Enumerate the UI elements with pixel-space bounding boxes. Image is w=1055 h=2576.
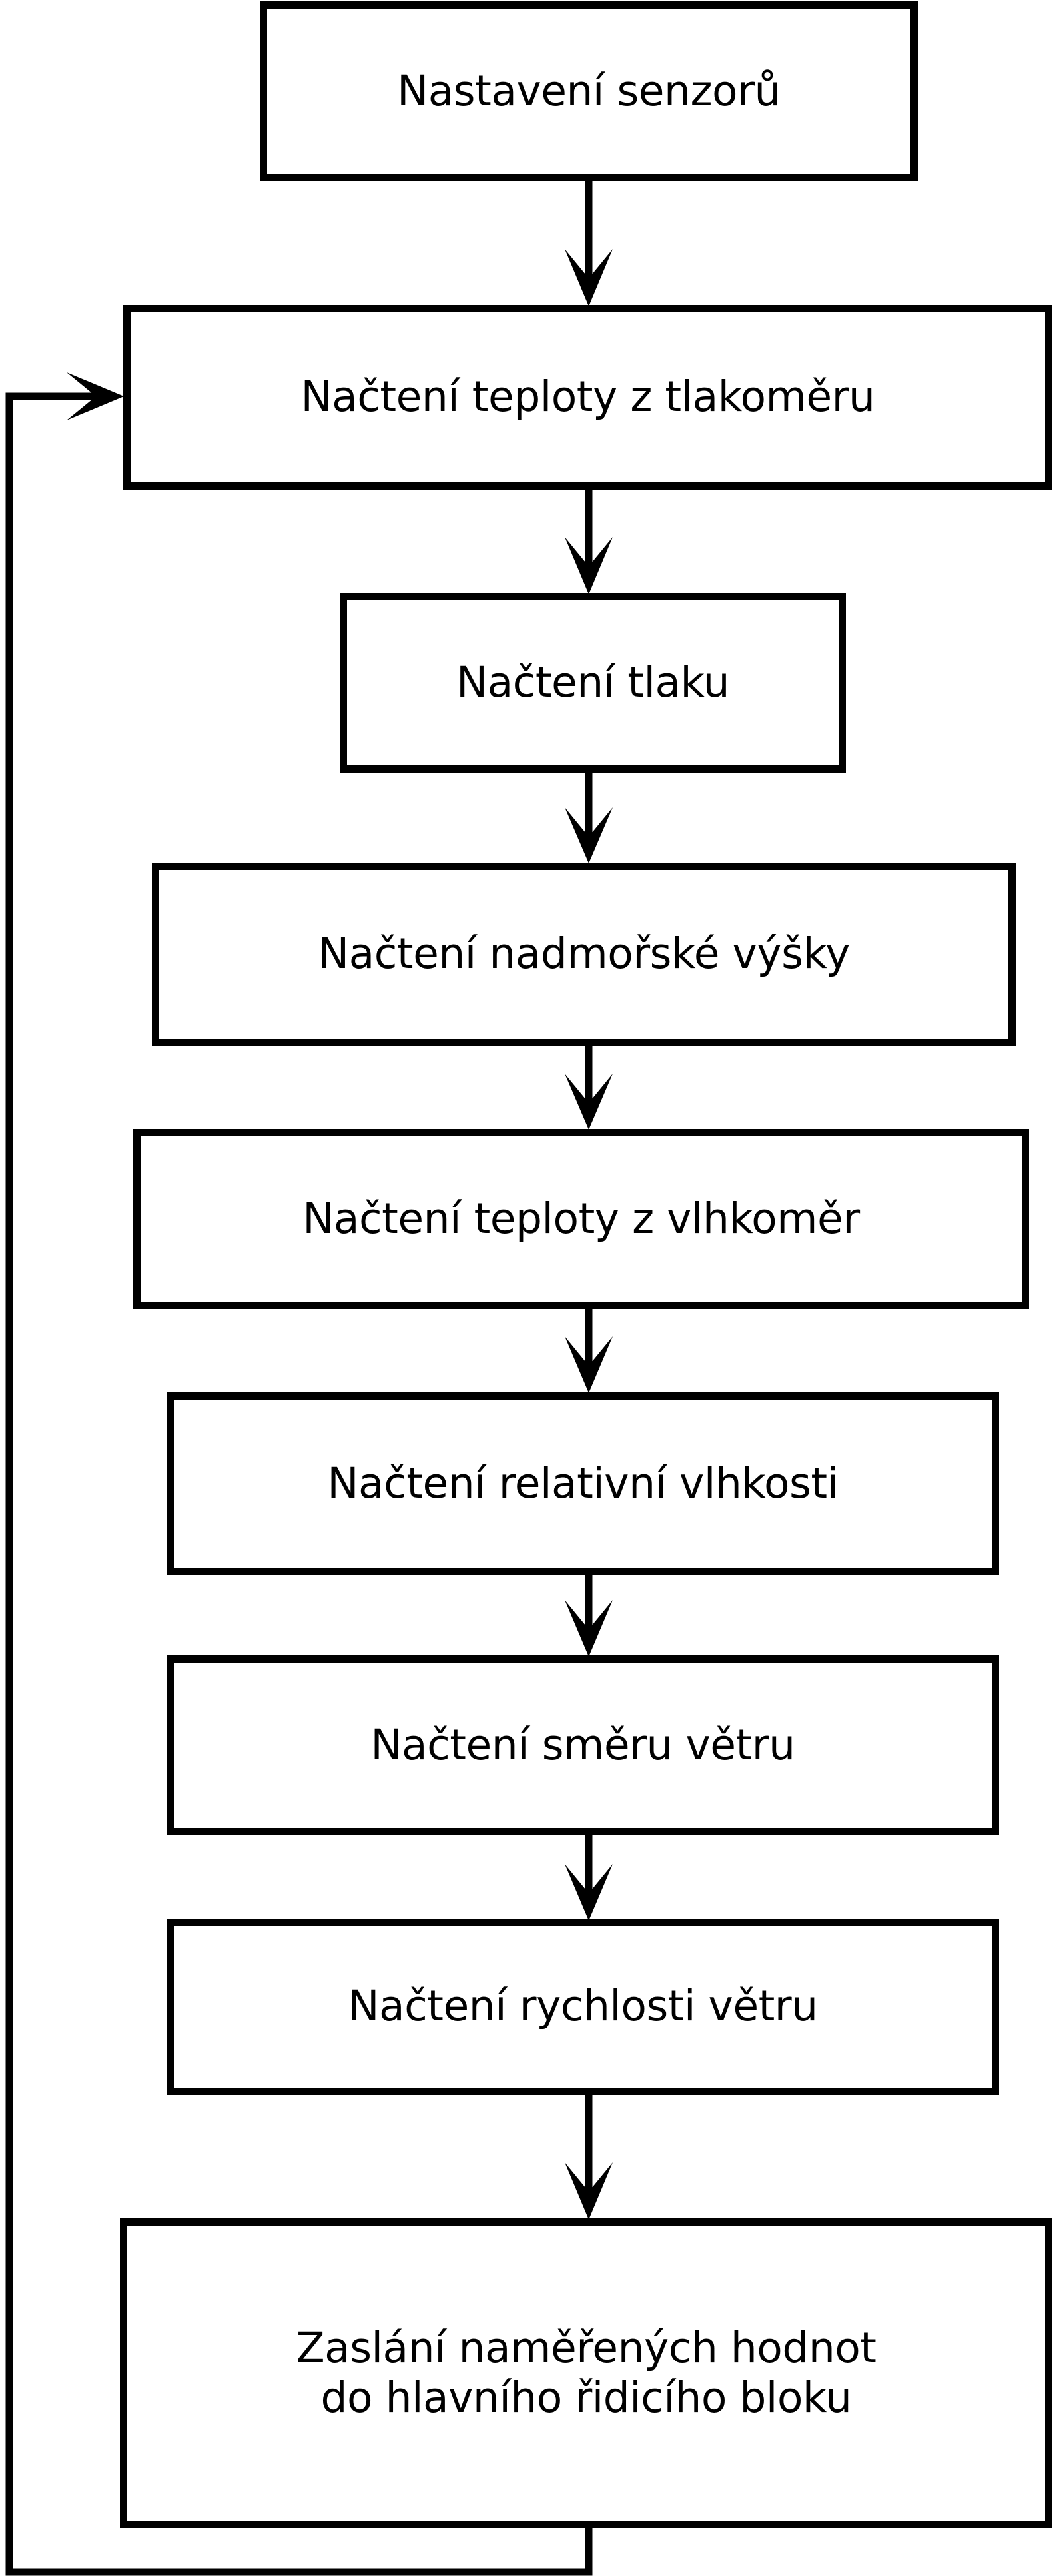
node-nacteni-nadmorske-vysky[interactable]: Načtení nadmořské výšky (152, 863, 1016, 1046)
edge-n3-n4 (565, 773, 613, 863)
node-nacteni-rychlosti-vetru[interactable]: Načtení rychlosti větru (167, 1919, 999, 2095)
edge-n7-n8 (565, 1835, 613, 1921)
node-label: Načtení relativní vlhkosti (327, 1459, 839, 1508)
edge-n8-n9 (565, 2095, 613, 2220)
node-label: Načtení teploty z vlhkoměr (302, 1194, 860, 1243)
node-nastaveni-senzoru[interactable]: Nastavení senzorů (260, 1, 918, 181)
edge-n2-n3 (565, 490, 613, 594)
node-label: Nastavení senzorů (397, 66, 781, 115)
node-nacteni-teploty-z-vlhkomer[interactable]: Načtení teploty z vlhkoměr (133, 1129, 1029, 1309)
node-label: Načtení tlaku (456, 657, 730, 707)
node-nacteni-smeru-vetru[interactable]: Načtení směru větru (167, 1655, 999, 1835)
edge-n4-n5 (565, 1046, 613, 1130)
node-nacteni-tlaku[interactable]: Načtení tlaku (340, 593, 846, 773)
node-nacteni-relativni-vlhkosti[interactable]: Načtení relativní vlhkosti (167, 1392, 999, 1575)
edge-n6-n7 (565, 1575, 613, 1657)
edge-n1-n2 (565, 181, 613, 306)
node-label: Načtení nadmořské výšky (318, 929, 850, 979)
node-nacteni-teploty-z-tlakomeru[interactable]: Načtení teploty z tlakoměru (123, 305, 1052, 490)
edge-n9-n2-loop (5, 372, 593, 2576)
node-label: Zaslání naměřených hodnot do hlavního ři… (296, 2324, 877, 2422)
edge-n5-n6 (565, 1309, 613, 1393)
node-label: Načtení teploty z tlakoměru (300, 372, 875, 422)
node-zaslani-namerenych-hodnot[interactable]: Zaslání naměřených hodnot do hlavního ři… (120, 2218, 1052, 2528)
node-label: Načtení rychlosti větru (348, 1982, 818, 2031)
node-label: Načtení směru větru (370, 1720, 795, 1769)
